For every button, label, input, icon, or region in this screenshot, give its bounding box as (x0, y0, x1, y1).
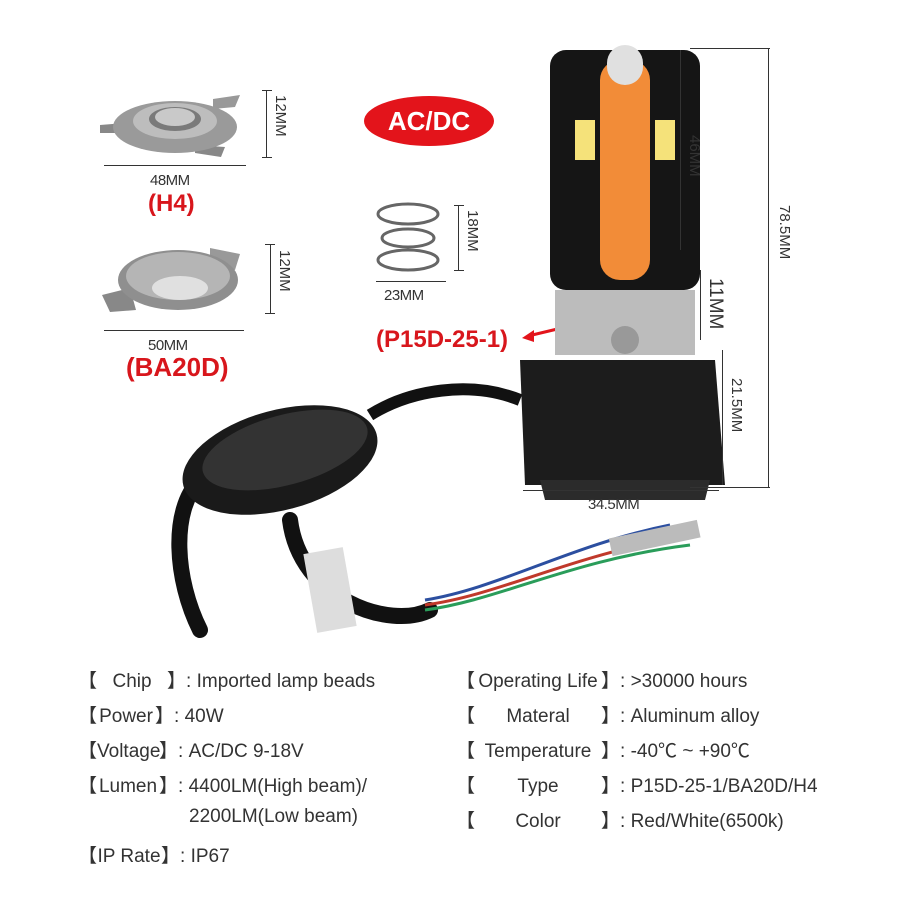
spec-type: 【Type】: P15D-25-1/BA20D/H4 (456, 776, 818, 797)
body-height-label: 21.5MM (728, 378, 745, 433)
spring-height-label: 18MM (464, 210, 481, 252)
spec-lumen: 【Lumen】: 4400LM(High beam)/ (78, 776, 368, 797)
h4-label: (H4) (148, 190, 195, 217)
spec-lumen-low: 2200LM(Low beam) (189, 806, 358, 827)
ba20d-height-label: 12MM (276, 250, 293, 292)
spec-chip: 【Chip】: Imported lamp beads (78, 671, 376, 692)
spec-color: 【Color】: Red/White(6500k) (456, 811, 784, 832)
h4-adapter-image (100, 95, 240, 157)
body-width-label: 34.5MM (588, 496, 640, 513)
led-bulb-image (171, 45, 725, 638)
spec-temperature: 【Temperature】: -40℃ ~ +90℃ (456, 741, 750, 762)
ba20d-label: (BA20D) (126, 352, 229, 382)
ac-dc-badge: AC/DC (364, 96, 494, 146)
led-height-label: 46MM (686, 135, 703, 177)
h4-width-label: 48MM (150, 172, 190, 189)
spec-ip-rate: 【IP Rate】: IP67 (78, 846, 230, 867)
spec-operating-life: 【Operating Life】: >30000 hours (456, 671, 748, 692)
spec-voltage: 【Voltage】: AC/DC 9-18V (78, 741, 304, 762)
p15d-label: (P15D-25-1) (376, 326, 509, 353)
spec-power: 【Power】: 40W (78, 706, 224, 727)
spec-material: 【Materal】: Aluminum alloy (456, 706, 760, 727)
total-height-label: 78.5MM (776, 205, 793, 260)
ba20d-width-label: 50MM (148, 337, 188, 354)
spring-width-label: 23MM (384, 287, 424, 304)
h4-height-label: 12MM (272, 95, 289, 137)
spring-image (376, 202, 440, 272)
ba20d-adapter-image (102, 248, 240, 312)
base-height-label: 11MM (705, 278, 726, 330)
